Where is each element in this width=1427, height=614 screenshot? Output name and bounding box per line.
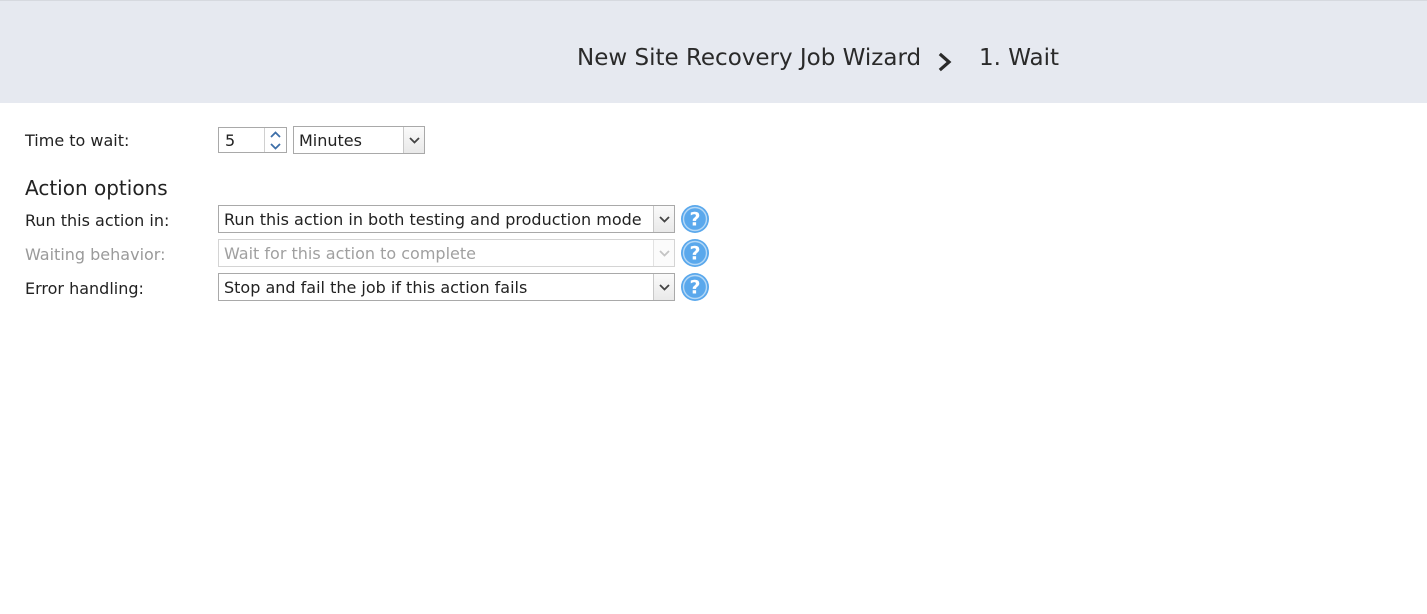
help-icon[interactable]: ? <box>680 238 710 268</box>
error-handling-label: Error handling: <box>25 279 144 298</box>
chevron-up-icon <box>270 130 281 138</box>
time-to-wait-stepper[interactable]: 5 <box>218 127 287 153</box>
time-unit-dropdown-button[interactable] <box>403 127 424 153</box>
waiting-behavior-dropdown-button <box>653 240 674 266</box>
chevron-down-icon <box>658 249 670 257</box>
chevron-right-icon <box>938 52 952 72</box>
time-to-wait-value[interactable]: 5 <box>225 131 236 150</box>
help-icon[interactable]: ? <box>680 204 710 234</box>
error-handling-select[interactable]: Stop and fail the job if this action fai… <box>218 273 675 301</box>
wizard-title: New Site Recovery Job Wizard <box>577 45 922 71</box>
error-handling-dropdown-button[interactable] <box>653 274 674 300</box>
waiting-behavior-value: Wait for this action to complete <box>224 244 476 263</box>
stepper-up-button[interactable] <box>265 128 286 140</box>
svg-text:?: ? <box>689 277 700 299</box>
svg-text:?: ? <box>689 209 700 231</box>
run-in-dropdown-button[interactable] <box>653 206 674 232</box>
stepper-buttons <box>264 128 286 152</box>
chevron-down-icon <box>658 283 670 291</box>
waiting-behavior-select: Wait for this action to complete <box>218 239 675 267</box>
time-unit-value: Minutes <box>299 131 362 150</box>
run-in-select[interactable]: Run this action in both testing and prod… <box>218 205 675 233</box>
run-in-label: Run this action in: <box>25 211 170 230</box>
action-options-title: Action options <box>25 176 168 200</box>
run-in-value: Run this action in both testing and prod… <box>224 210 642 229</box>
step-title: 1. Wait <box>979 45 1060 71</box>
error-handling-value: Stop and fail the job if this action fai… <box>224 278 528 297</box>
chevron-down-icon <box>270 142 281 150</box>
svg-text:?: ? <box>689 243 700 265</box>
time-to-wait-label: Time to wait: <box>25 131 130 150</box>
chevron-down-icon <box>408 136 420 144</box>
waiting-behavior-label: Waiting behavior: <box>25 245 166 264</box>
help-icon[interactable]: ? <box>680 272 710 302</box>
time-unit-select[interactable]: Minutes <box>293 126 425 154</box>
wizard-header: New Site Recovery Job Wizard 1. Wait <box>0 0 1427 103</box>
chevron-down-icon <box>658 215 670 223</box>
stepper-down-button[interactable] <box>265 140 286 152</box>
